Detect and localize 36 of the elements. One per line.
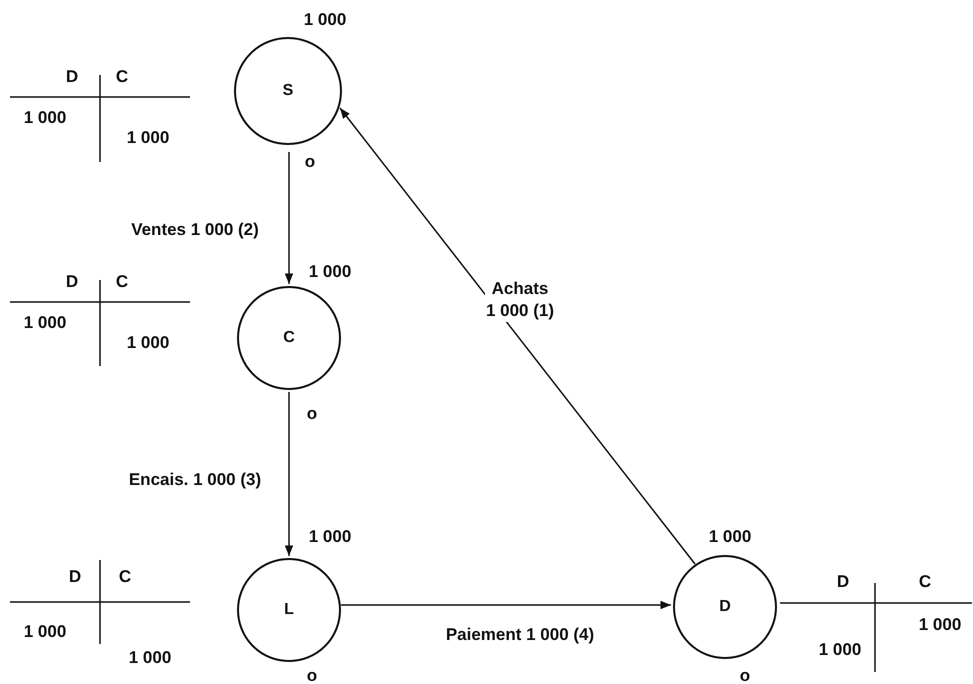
amount-label: 1 000 (308, 526, 352, 548)
debit-amount: 1 000 (24, 621, 66, 643)
debit-amount: 1 000 (918, 614, 962, 636)
account-circle (673, 555, 777, 659)
debit-header: D (66, 66, 78, 88)
debit-header: D (66, 271, 78, 293)
debit-amount: 1 000 (24, 107, 66, 129)
credit-header: C (116, 271, 128, 293)
account-letter: S (282, 82, 294, 100)
credit-amount: 1 000 (128, 647, 172, 669)
arrow (284, 392, 294, 556)
credit-amount: 1 000 (818, 639, 862, 661)
account-circle (237, 286, 341, 390)
credit-amount: 1 000 (126, 127, 170, 149)
balance-mark: o (306, 403, 318, 425)
amount-label: 1 000 (308, 261, 352, 283)
amount-label: 1 000 (708, 526, 752, 548)
balance-mark: o (304, 151, 316, 173)
account-letter: C (283, 329, 295, 347)
credit-header: C (116, 66, 128, 88)
account-letter: L (284, 601, 294, 619)
arrow (341, 600, 671, 610)
credit-header: C (118, 566, 132, 588)
arrow (284, 152, 294, 284)
account-circle (237, 558, 341, 662)
account-circle (234, 37, 342, 145)
balance-mark: o (306, 665, 318, 684)
balance-mark: o (740, 665, 750, 684)
debit-amount: 1 000 (24, 312, 66, 334)
debit-header: D (836, 571, 850, 593)
credit-header: C (918, 571, 932, 593)
account-letter: D (719, 598, 731, 616)
amount-label: 1 000 (304, 9, 346, 31)
credit-amount: 1 000 (126, 332, 170, 354)
arrow (339, 108, 696, 564)
debit-header: D (68, 566, 82, 588)
